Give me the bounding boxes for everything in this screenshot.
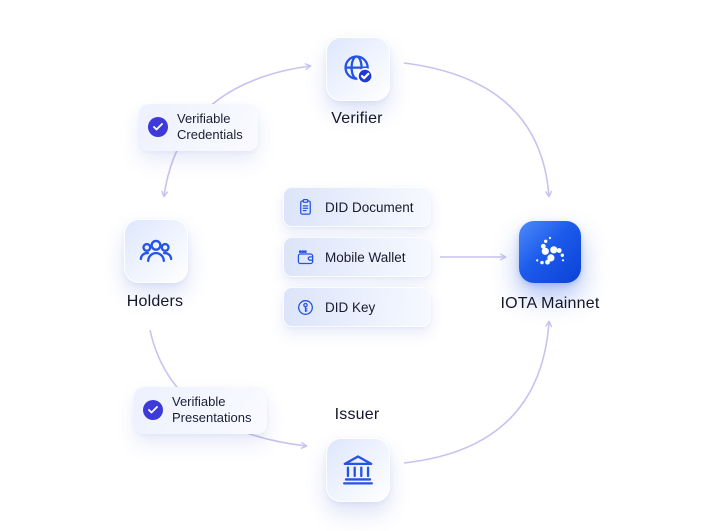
document-icon: [300, 198, 311, 215]
verifiable-credentials-badge: Verifiable Credentials: [139, 104, 258, 151]
verifier-label: Verifier: [331, 110, 383, 127]
holders-label: Holders: [126, 293, 184, 310]
check-circle-icon: [148, 117, 168, 138]
key-icon: [298, 299, 313, 315]
did-document-label: DID Document: [325, 199, 414, 215]
did-document-chip: DID Document: [283, 187, 431, 227]
arrow-verifier-mainnet: [403, 62, 553, 198]
holders-card: [124, 219, 188, 283]
iota-mainnet-label: IOTA Mainnet: [500, 295, 600, 312]
check-circle-icon: [143, 400, 163, 421]
bank-icon: [343, 455, 373, 485]
globe-check-icon: [344, 55, 374, 85]
mobile-wallet-label: Mobile Wallet: [325, 249, 406, 265]
people-group-icon: [139, 239, 173, 263]
iota-logo-icon: [536, 236, 565, 265]
verifiable-credentials-text: Verifiable Credentials: [177, 111, 243, 143]
verifiable-presentations-badge: Verifiable Presentations: [134, 387, 267, 434]
wallet-icon: [297, 249, 314, 264]
did-key-label: DID Key: [325, 299, 376, 315]
iota-mainnet-card: [519, 221, 581, 283]
verifier-card: [326, 37, 390, 101]
issuer-card: [326, 438, 390, 502]
did-key-chip: DID Key: [283, 287, 431, 327]
did-artifacts-list: DID Document Mobile Wallet: [283, 187, 431, 327]
mobile-wallet-chip: Mobile Wallet: [283, 237, 431, 277]
issuer-label: Issuer: [334, 406, 380, 423]
arrow-issuer-mainnet: [403, 320, 553, 464]
verifiable-presentations-text: Verifiable Presentations: [172, 394, 252, 426]
